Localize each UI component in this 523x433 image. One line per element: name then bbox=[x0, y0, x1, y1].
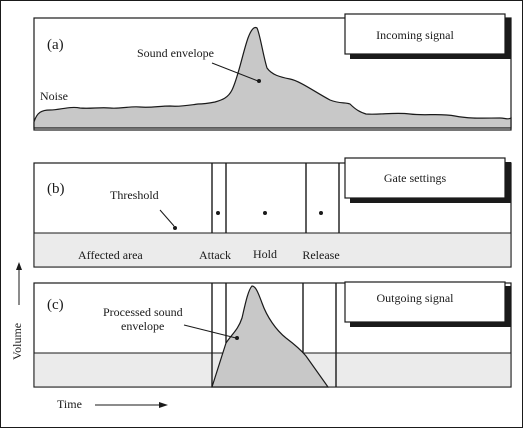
hold-label: Hold bbox=[253, 247, 277, 261]
panel-c-letter: (c) bbox=[47, 297, 64, 313]
noise-label: Noise bbox=[40, 89, 68, 103]
panel-c: Outgoing signal (c) Processed sound enve… bbox=[33, 281, 512, 388]
panel-a-title: Incoming signal bbox=[376, 28, 454, 42]
sound-envelope-label: Sound envelope bbox=[137, 46, 214, 60]
volume-label: Volume bbox=[10, 323, 24, 360]
incoming-envelope bbox=[33, 26, 512, 129]
time-arrow-head bbox=[159, 402, 168, 408]
attack-dot bbox=[216, 211, 220, 215]
threshold-label: Threshold bbox=[110, 188, 159, 202]
panel-c-title-box bbox=[344, 281, 506, 323]
volume-arrow-head bbox=[16, 262, 22, 270]
sound-envelope-pointer bbox=[211, 62, 259, 82]
panel-b-letter: (b) bbox=[47, 181, 65, 197]
panel-a: Incoming signal (a) Noise Sound envelope bbox=[33, 13, 512, 131]
panel-b: Gate settings (b) Threshold Affected are… bbox=[33, 157, 512, 268]
panel-c-title: Outgoing signal bbox=[377, 291, 455, 305]
panel-a-letter: (a) bbox=[47, 37, 64, 53]
processed-pointer bbox=[183, 324, 237, 339]
threshold-pointer bbox=[159, 209, 175, 227]
axes: Volume Time bbox=[10, 262, 168, 411]
release-label: Release bbox=[302, 248, 339, 262]
sound-envelope-pointer-dot bbox=[257, 79, 261, 83]
affected-area-label: Affected area bbox=[78, 248, 143, 262]
panel-b-title-box bbox=[344, 157, 506, 199]
attack-label: Attack bbox=[199, 248, 231, 262]
panel-b-title: Gate settings bbox=[384, 171, 447, 185]
outgoing-envelope bbox=[211, 285, 330, 388]
time-label: Time bbox=[57, 397, 82, 411]
threshold-pointer-dot bbox=[173, 226, 177, 230]
processed-label-line2: envelope bbox=[121, 319, 164, 333]
processed-pointer-dot bbox=[235, 336, 239, 340]
processed-label-line1: Processed sound bbox=[103, 305, 183, 319]
hold-dot bbox=[263, 211, 267, 215]
panel-a-title-box bbox=[344, 13, 506, 55]
release-dot bbox=[319, 211, 323, 215]
affected-area-band bbox=[33, 232, 512, 268]
